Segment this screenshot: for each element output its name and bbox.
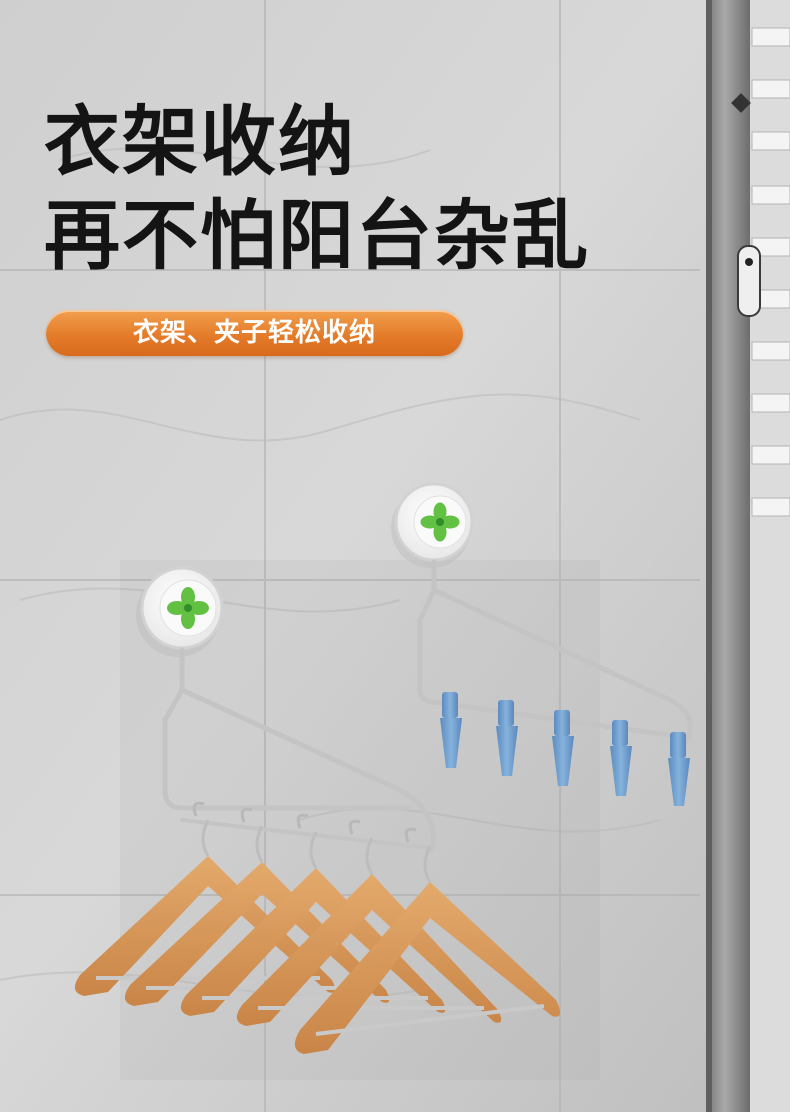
clip <box>668 732 690 806</box>
hanger <box>294 845 561 1054</box>
window-handle-knob <box>745 258 753 266</box>
window-frame-edge <box>706 0 712 1112</box>
hanger <box>180 831 446 1016</box>
clover-icon <box>420 502 460 542</box>
window-blinds <box>751 27 790 517</box>
clip <box>440 692 462 768</box>
clover-icon <box>167 587 209 629</box>
window-glass <box>750 0 790 1112</box>
clip <box>552 710 574 786</box>
wooden-hangers <box>74 819 561 1054</box>
window-handle <box>737 245 761 317</box>
hanger <box>236 837 502 1026</box>
clothes-clips <box>440 692 690 806</box>
clip <box>496 700 518 776</box>
right-rack-frame <box>417 559 693 745</box>
clip <box>610 720 632 796</box>
left-rack-frame <box>162 647 436 853</box>
headline-line-2: 再不怕阳台杂乱 <box>44 191 590 280</box>
right-suction-hook <box>391 482 474 568</box>
left-suction-hook <box>136 566 224 657</box>
headline-line-1: 衣架收纳 <box>44 97 356 186</box>
feature-badge-text: 衣架、夹子轻松收纳 <box>132 318 376 348</box>
window-frame <box>708 0 750 1112</box>
feature-badge: 衣架、夹子轻松收纳 <box>46 310 463 356</box>
left-rack-hooks <box>192 801 417 843</box>
